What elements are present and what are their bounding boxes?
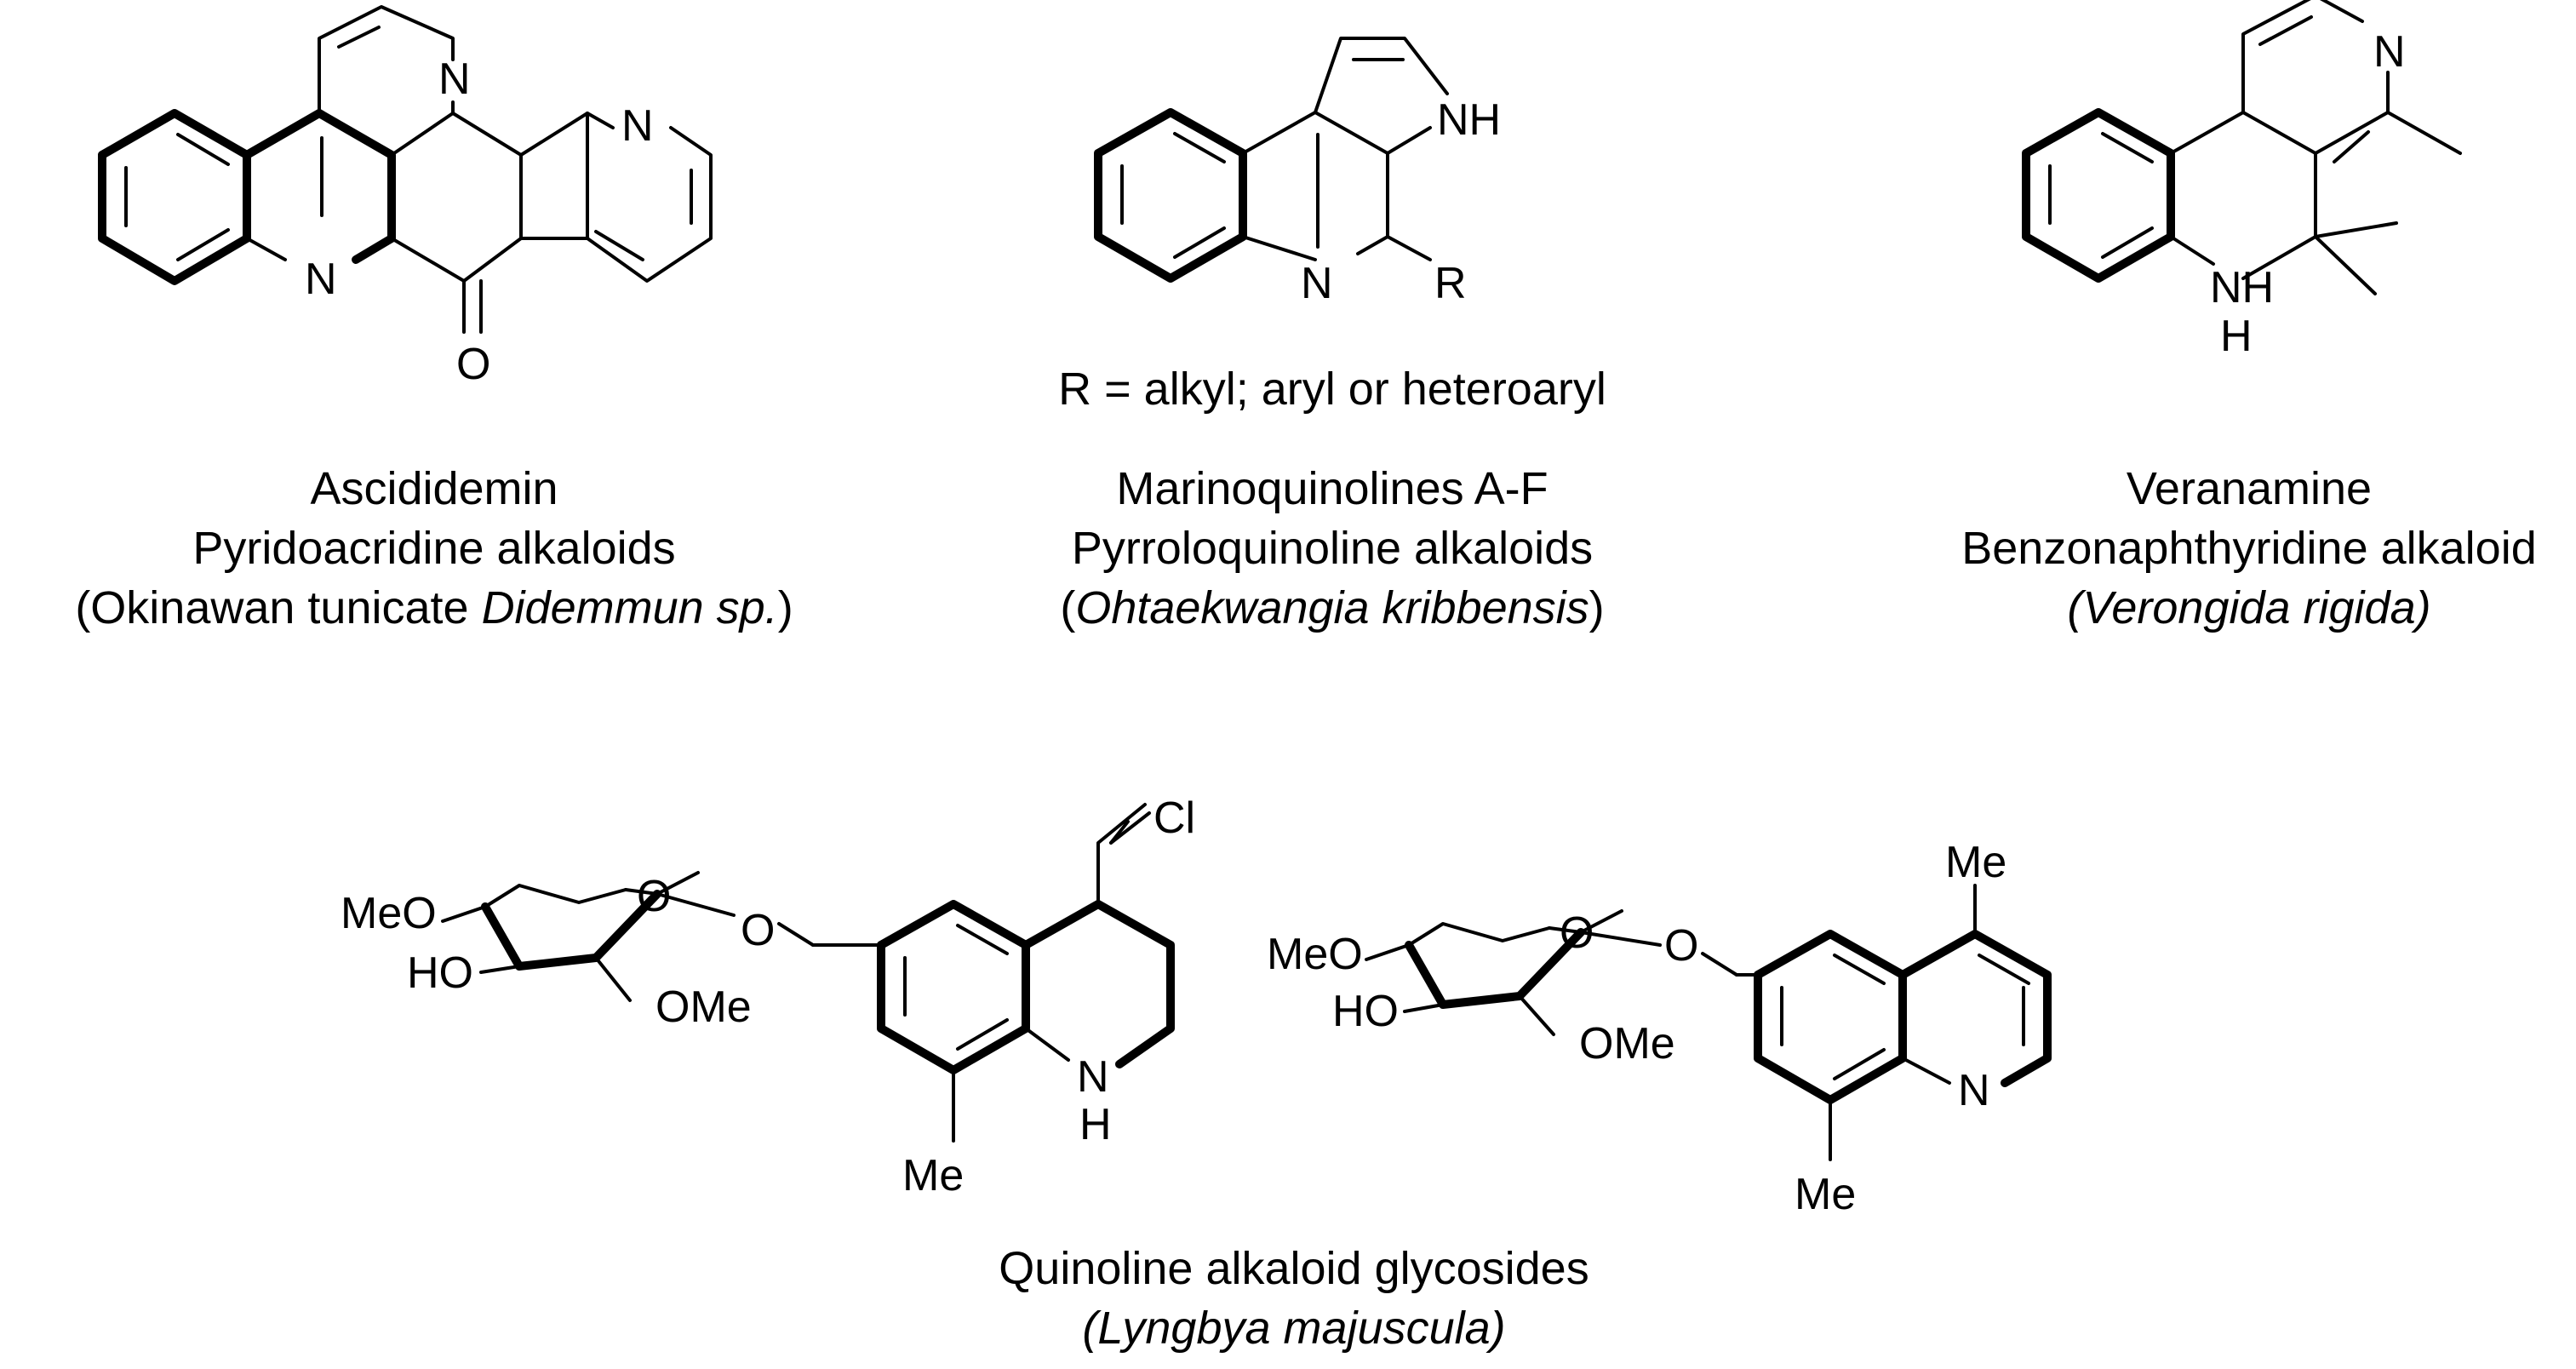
glycoside-2-meo: MeO [1267,930,1363,979]
marinoquinoline-source-suffix: ) [1589,582,1605,633]
glycoside-2-ho: HO [1332,987,1399,1036]
marinoquinoline-class: Pyrroloquinoline alkaloids [1072,523,1593,574]
glycoside-1-ho: HO [407,948,473,998]
veranamine-name: Veranamine [2127,463,2372,514]
ascididemin-atom-n3: N [305,255,337,304]
ascididemin-atom-n2: N [621,101,654,151]
marinoquinoline-structure: NH N R [1094,37,1501,308]
glycoside-1-nh-n: N [1077,1052,1109,1102]
veranamine-atom-n: N [2373,27,2406,77]
glycoside-1-ome: OMe [655,982,752,1032]
glycoside-1-meo: MeO [341,889,437,938]
marinoquinoline-atom-nh: NH [1437,95,1501,145]
glycoside-2-me-top: Me [1945,838,2006,887]
glycoside-2-o-ring: O [1560,908,1594,958]
veranamine-source: (Verongida rigida) [2067,582,2430,633]
glycoside-2-o-link: O [1664,921,1698,971]
marinoquinoline-atom-r: R [1434,259,1467,308]
ascididemin-atom-o: O [456,340,490,389]
ascididemin-source: (Okinawan tunicate Didemmun sp.) [75,582,793,633]
veranamine-atom-nh-n: NH [2210,263,2274,312]
glycosides-source: (Lyngbya majuscula) [1082,1303,1505,1354]
veranamine-class: Benzonaphthyridine alkaloid [1961,523,2536,574]
ascididemin-class: Pyridoacridine alkaloids [192,523,675,574]
marinoquinoline-source-species: Ohtaekwangia kribbensis [1075,582,1589,633]
ascididemin-atom-n1: N [438,54,471,104]
glycoside-2-structure: MeO O HO OMe O Me N Me [1267,838,2052,1219]
ascididemin-name: Ascididemin [310,463,558,514]
glycosides-class: Quinoline alkaloid glycosides [999,1243,1589,1294]
marinoquinoline-name: Marinoquinolines A-F [1116,463,1548,514]
marinoquinoline-source-prefix: ( [1060,582,1075,633]
marinoquinoline-atom-n: N [1301,259,1333,308]
veranamine-atom-h: H [2220,312,2253,361]
glycoside-1-o-link: O [741,906,775,955]
ascididemin-source-species: Didemmun sp. [482,582,778,633]
ascididemin-source-prefix: (Okinawan tunicate [75,582,481,633]
glycoside-1-o-ring: O [637,872,671,921]
marinoquinoline-source: (Ohtaekwangia kribbensis) [1060,582,1604,633]
veranamine-structure: N NH H [2022,0,2462,361]
glycoside-1-structure: MeO O HO OMe O Cl N H Me [341,793,1195,1200]
ascididemin-structure: N N N O [98,5,713,389]
glycoside-1-nh-h: H [1079,1100,1112,1149]
glycoside-2-me-bottom: Me [1795,1170,1856,1219]
glycoside-1-me: Me [902,1151,964,1200]
glycoside-2-ome: OMe [1579,1019,1675,1068]
ascididemin-source-suffix: ) [778,582,793,633]
marinoquinoline-r-note: R = alkyl; aryl or heteroaryl [1058,364,1606,415]
glycoside-2-n: N [1958,1066,1990,1115]
glycoside-1-cl: Cl [1153,793,1195,843]
